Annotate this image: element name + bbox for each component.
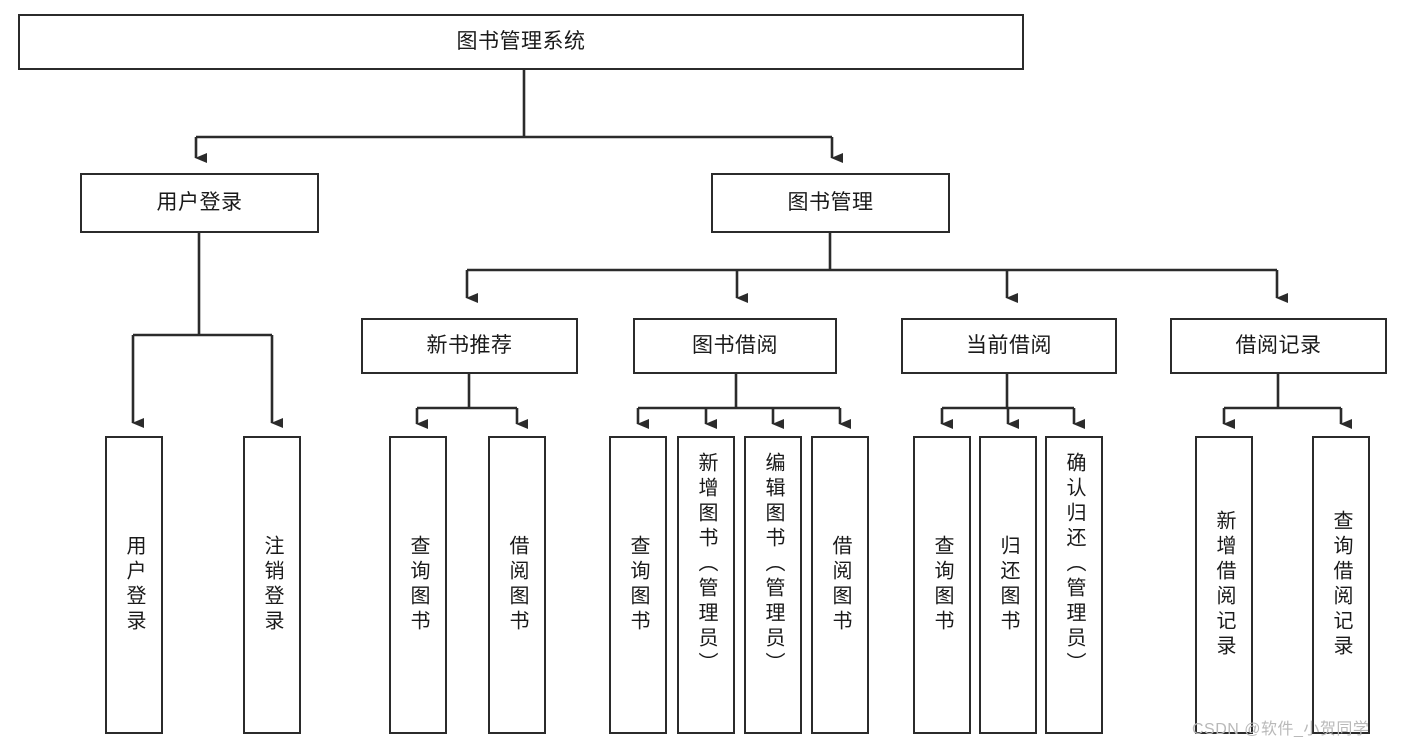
- node-label: 确认归还（管理员）: [1063, 452, 1085, 677]
- leaf-new-book-query[interactable]: 查询图书: [389, 436, 447, 734]
- node-label: 查询图书: [627, 535, 649, 635]
- node-label: 用户登录: [123, 535, 145, 635]
- node-label: 图书管理: [787, 190, 874, 214]
- node-label: 借阅图书: [506, 535, 528, 635]
- node-label: 图书借阅: [692, 333, 778, 357]
- node-book-management[interactable]: 图书管理: [711, 173, 950, 233]
- leaf-user-login-login[interactable]: 用户登录: [105, 436, 163, 734]
- leaf-current-borrow-confirm[interactable]: 确认归还（管理员）: [1045, 436, 1103, 734]
- node-label: 新书推荐: [426, 333, 513, 357]
- leaf-borrow-record-add[interactable]: 新增借阅记录: [1195, 436, 1253, 734]
- leaf-current-borrow-query[interactable]: 查询图书: [913, 436, 971, 734]
- leaf-current-borrow-return[interactable]: 归还图书: [979, 436, 1037, 734]
- node-label: 查询借阅记录: [1330, 510, 1352, 660]
- node-label: 当前借阅: [966, 333, 1052, 357]
- node-label: 归还图书: [997, 535, 1019, 635]
- leaf-book-borrow-borrow[interactable]: 借阅图书: [811, 436, 869, 734]
- node-label: 图书管理系统: [456, 29, 586, 53]
- node-label: 新增图书（管理员）: [695, 452, 717, 677]
- leaf-user-login-logout[interactable]: 注销登录: [243, 436, 301, 734]
- node-borrow-record[interactable]: 借阅记录: [1170, 318, 1387, 374]
- node-current-borrow[interactable]: 当前借阅: [901, 318, 1117, 374]
- leaf-book-borrow-add[interactable]: 新增图书（管理员）: [677, 436, 735, 734]
- node-user-login[interactable]: 用户登录: [80, 173, 319, 233]
- leaf-book-borrow-edit[interactable]: 编辑图书（管理员）: [744, 436, 802, 734]
- node-new-book-recommend[interactable]: 新书推荐: [361, 318, 578, 374]
- node-label: 新增借阅记录: [1213, 510, 1235, 660]
- node-label: 查询图书: [931, 535, 953, 635]
- node-label: 注销登录: [261, 535, 283, 635]
- leaf-new-book-borrow[interactable]: 借阅图书: [488, 436, 546, 734]
- leaf-borrow-record-query[interactable]: 查询借阅记录: [1312, 436, 1370, 734]
- node-label: 用户登录: [156, 190, 243, 214]
- node-label: 借阅图书: [829, 535, 851, 635]
- node-book-borrow[interactable]: 图书借阅: [633, 318, 837, 374]
- node-root-book-management-system[interactable]: 图书管理系统: [18, 14, 1024, 70]
- node-label: 查询图书: [407, 535, 429, 635]
- node-label: 编辑图书（管理员）: [762, 452, 784, 677]
- node-label: 借阅记录: [1235, 333, 1322, 357]
- leaf-book-borrow-query[interactable]: 查询图书: [609, 436, 667, 734]
